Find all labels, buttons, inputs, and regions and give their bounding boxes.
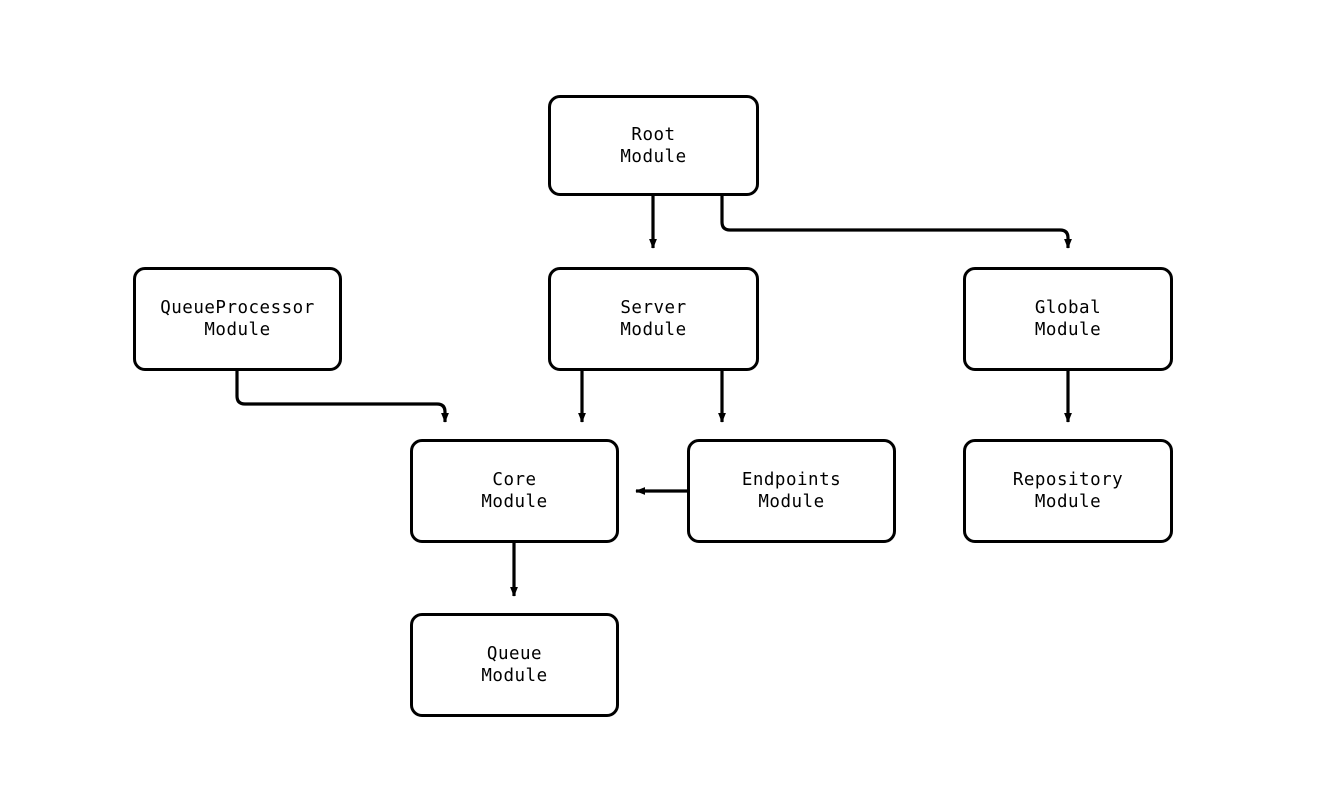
- node-endpoints[interactable]: Endpoints Module: [687, 439, 896, 543]
- node-queueprocessor[interactable]: QueueProcessor Module: [133, 267, 342, 371]
- node-endpoints-line1: Endpoints: [741, 470, 842, 490]
- node-repository-line1: Repository: [1012, 470, 1124, 490]
- node-global-line1: Global: [1034, 298, 1102, 318]
- node-queueprocessor-line1: QueueProcessor: [160, 298, 315, 318]
- node-queueprocessor-line2: Module: [204, 320, 271, 340]
- node-queue[interactable]: Queue Module: [410, 613, 619, 717]
- node-queue-line1: Queue: [486, 644, 543, 664]
- node-repository-line2: Module: [1034, 492, 1102, 512]
- node-root-line1: Root: [631, 124, 676, 145]
- node-core-line1: Core: [492, 470, 537, 490]
- node-server-line2: Module: [620, 320, 687, 340]
- node-core-line2: Module: [481, 492, 548, 512]
- edge-root-to-global: [720, 196, 1072, 249]
- edge-queueprocessor-to-core: [235, 371, 449, 423]
- node-server[interactable]: Server Module: [548, 267, 759, 371]
- node-global-line2: Module: [1034, 320, 1102, 340]
- node-endpoints-line2: Module: [758, 492, 825, 512]
- node-server-line1: Server: [620, 298, 687, 318]
- node-repository[interactable]: Repository Module: [963, 439, 1173, 543]
- node-queue-line2: Module: [481, 666, 548, 686]
- node-core[interactable]: Core Module: [410, 439, 619, 543]
- node-root[interactable]: Root Module: [548, 95, 759, 196]
- node-global[interactable]: Global Module: [963, 267, 1173, 371]
- node-root-line2: Module: [620, 146, 687, 167]
